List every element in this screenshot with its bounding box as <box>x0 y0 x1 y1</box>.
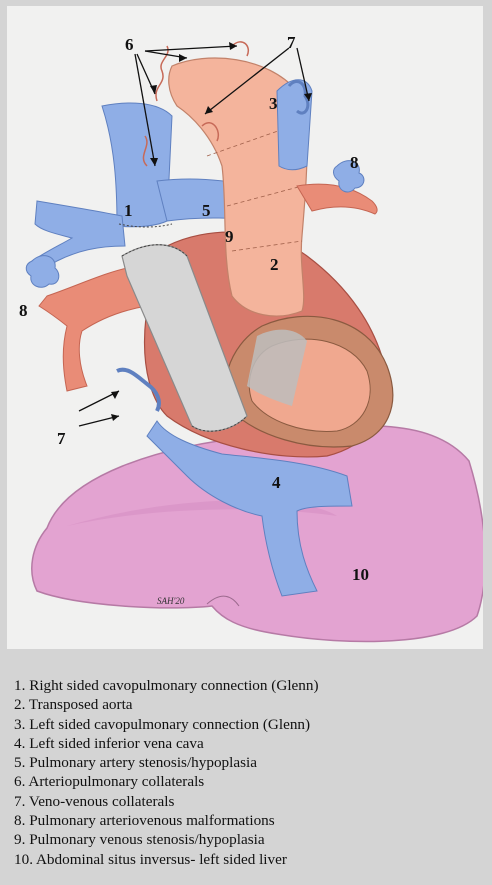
label-7-bottom: 7 <box>57 429 66 448</box>
label-8-right: 8 <box>350 153 359 172</box>
artist-signature: SAH'20 <box>157 596 185 606</box>
label-1: 1 <box>124 201 133 220</box>
label-5: 5 <box>202 201 211 220</box>
label-9: 9 <box>225 227 234 246</box>
legend-item: 6. Arteriopulmonary collaterals <box>14 772 319 791</box>
legend-item: 5. Pulmonary artery stenosis/hypoplasia <box>14 753 319 772</box>
legend-item: 3. Left sided cavopulmonary connection (… <box>14 715 319 734</box>
legend-item: 10. Abdominal situs inversus- left sided… <box>14 850 319 869</box>
label-7-top: 7 <box>287 33 296 52</box>
avm-left-cluster <box>26 256 59 288</box>
anatomy-drawing: 6 7 3 8 1 5 9 2 8 7 4 10 SAH'20 <box>7 6 483 649</box>
legend-item: 8. Pulmonary arteriovenous malformations <box>14 811 319 830</box>
legend-item: 9. Pulmonary venous stenosis/hypoplasia <box>14 830 319 849</box>
label-2: 2 <box>270 255 279 274</box>
figure-legend: 1. Right sided cavopulmonary connection … <box>14 676 319 869</box>
legend-item: 4. Left sided inferior vena cava <box>14 734 319 753</box>
label-3: 3 <box>269 94 278 113</box>
label-4: 4 <box>272 473 281 492</box>
legend-item: 2. Transposed aorta <box>14 695 319 714</box>
right-pulmonary-artery <box>297 184 377 214</box>
label-8-left: 8 <box>19 301 28 320</box>
label-6: 6 <box>125 35 134 54</box>
legend-item: 7. Veno-venous collaterals <box>14 792 319 811</box>
label-10: 10 <box>352 565 369 584</box>
heart-illustration: 6 7 3 8 1 5 9 2 8 7 4 10 SAH'20 <box>7 6 483 649</box>
right-superior-vena-cava <box>102 103 172 227</box>
legend-item: 1. Right sided cavopulmonary connection … <box>14 676 319 695</box>
